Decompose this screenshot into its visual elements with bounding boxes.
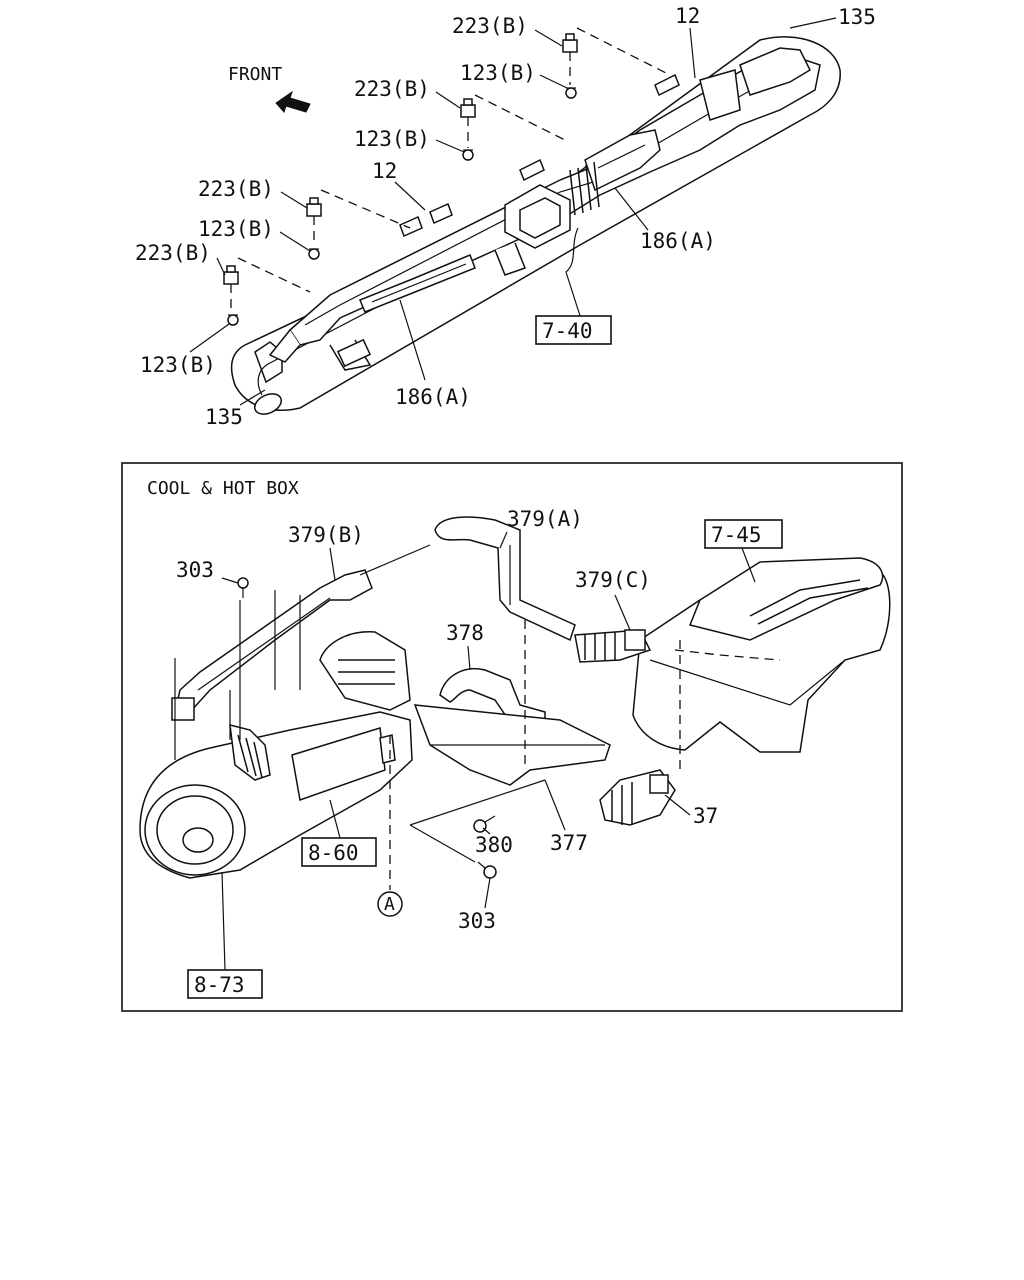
top-labels: 223(B) 12 135 123(B) 223(B) 123(B) 12 22… [135, 4, 876, 429]
label-379a: 379(A) [507, 507, 583, 531]
panel-frame [121, 462, 903, 1012]
screw-380 [473, 815, 496, 833]
ref-box-7-40[interactable]: 7-40 [535, 315, 612, 345]
ref-box-label: 8-60 [308, 841, 359, 865]
label-223b: 223(B) [354, 77, 430, 101]
fasteners-top [223, 27, 671, 326]
label-186a: 186(A) [395, 385, 471, 409]
heater-unit [139, 631, 413, 879]
label-135: 135 [838, 5, 876, 29]
connector-37 [599, 769, 676, 826]
label-223b: 223(B) [452, 14, 528, 38]
ref-box-label: 8-73 [194, 973, 245, 997]
label-379c: 379(C) [575, 568, 651, 592]
label-303: 303 [176, 558, 214, 582]
ref-box-8-60[interactable]: 8-60 [301, 837, 377, 867]
ref-box-label: 7-40 [542, 319, 593, 343]
label-12: 12 [372, 159, 397, 183]
circle-a-label: A [384, 894, 395, 915]
alignment-lines [174, 544, 681, 890]
bolt-123b-c [308, 248, 320, 260]
nut-223b-a [562, 33, 578, 53]
nut-223b-c [306, 197, 322, 217]
screw-303-b [477, 861, 497, 879]
label-223b: 223(B) [198, 177, 274, 201]
label-135: 135 [205, 405, 243, 429]
front-arrow-icon [275, 90, 311, 113]
ref-box-7-45[interactable]: 7-45 [704, 519, 783, 549]
label-37: 37 [693, 804, 718, 828]
label-186a: 186(A) [640, 229, 716, 253]
front-arrow: FRONT [228, 64, 311, 113]
console-7-45 [632, 557, 891, 753]
hose-379a [434, 516, 576, 642]
front-label: FRONT [228, 64, 282, 85]
label-123b: 123(B) [140, 353, 216, 377]
ref-box-8-73[interactable]: 8-73 [187, 969, 263, 999]
label-12: 12 [675, 4, 700, 28]
label-223b: 223(B) [135, 241, 211, 265]
label-377: 377 [550, 831, 588, 855]
hose-379c [574, 629, 652, 663]
bracket-377 [413, 704, 611, 786]
nut-223b-b [460, 98, 476, 118]
label-303: 303 [458, 909, 496, 933]
instrument-panel-assembly [230, 36, 841, 415]
screw-303-a [237, 577, 249, 598]
hose-379b [171, 569, 373, 721]
cool-hot-box-panel: COOL & HOT BOX [121, 462, 903, 1012]
nut-223b-d [223, 265, 239, 285]
label-123b: 123(B) [198, 217, 274, 241]
panel-title: COOL & HOT BOX [147, 478, 299, 499]
bolt-123b-b [462, 149, 474, 161]
label-123b: 123(B) [354, 127, 430, 151]
label-380: 380 [475, 833, 513, 857]
label-379b: 379(B) [288, 523, 364, 547]
label-123b: 123(B) [460, 61, 536, 85]
circle-a-marker: A [377, 891, 403, 917]
label-378: 378 [446, 621, 484, 645]
ref-box-label: 7-45 [711, 523, 762, 547]
bolt-123b-a [565, 87, 577, 99]
bolt-123b-d [227, 314, 239, 326]
